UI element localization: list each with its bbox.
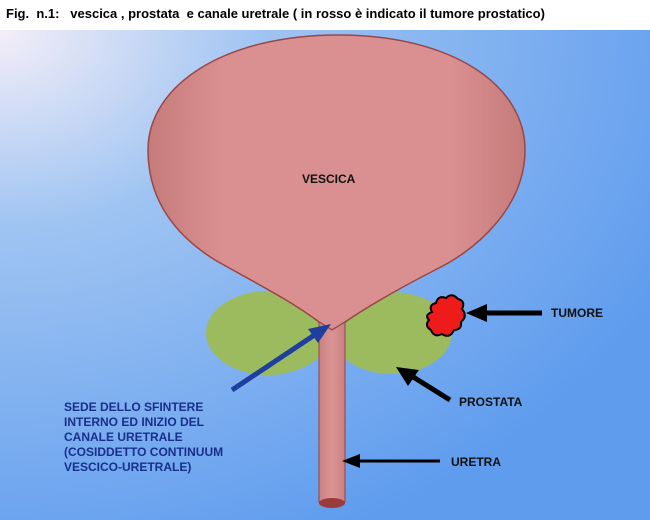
diagram-canvas: VESCICA TUMORE PROSTATA URETRA SEDE DELL… <box>0 30 650 520</box>
arrow-prostata <box>396 367 452 403</box>
arrow-uretra <box>342 454 440 468</box>
tumor <box>425 294 466 337</box>
figure-caption: Fig. n.1: vescica , prostata e canale ur… <box>6 6 545 21</box>
label-sfintere-line: SEDE DELLO SFINTERE <box>64 400 204 414</box>
label-tumore: TUMORE <box>551 306 603 320</box>
arrow-tumore <box>466 304 542 322</box>
label-prostata: PROSTATA <box>459 395 523 409</box>
label-sfintere-line: VESCICO-URETRALE) <box>64 460 192 474</box>
urethra <box>318 321 346 508</box>
prostate <box>206 291 452 375</box>
label-sfintere-line: (COSIDDETTO CONTINUUM <box>64 445 224 459</box>
bladder <box>147 34 526 331</box>
label-sfintere: SEDE DELLO SFINTERE INTERNO ED INIZIO DE… <box>64 400 223 475</box>
label-vescica: VESCICA <box>302 172 356 186</box>
label-sfintere-line: INTERNO ED INIZIO DEL <box>64 415 205 429</box>
label-sfintere-line: CANALE URETRALE <box>64 430 183 444</box>
label-uretra: URETRA <box>451 455 501 469</box>
arrow-sfintere <box>230 324 331 393</box>
anatomy-diagram <box>0 30 650 520</box>
